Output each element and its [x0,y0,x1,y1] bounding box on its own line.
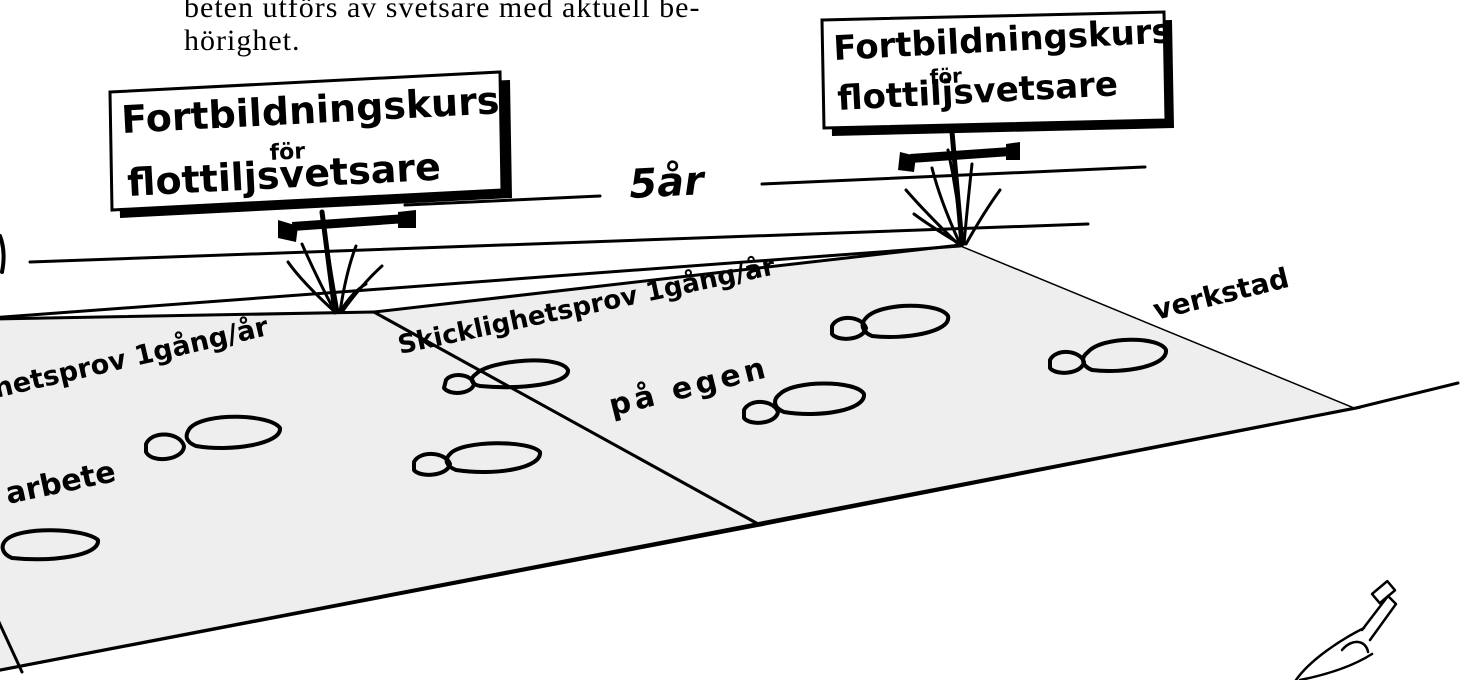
clamp-tool-left [278,210,416,242]
hand-with-tool [1296,581,1396,680]
intro-text-line-2: hörighet. [184,24,300,57]
sign-left: Fortbildningskurs för flottiljsvetsare [110,72,512,218]
interval-label: 5år [628,158,707,208]
clamp-tool-right [898,142,1020,172]
sign-right: Fortbildningskurs för flottiljsvetsare [822,11,1174,136]
intro-text-line-1: beten utförs av svetsare med aktuell be- [184,0,700,24]
path-left-tick [0,236,4,272]
